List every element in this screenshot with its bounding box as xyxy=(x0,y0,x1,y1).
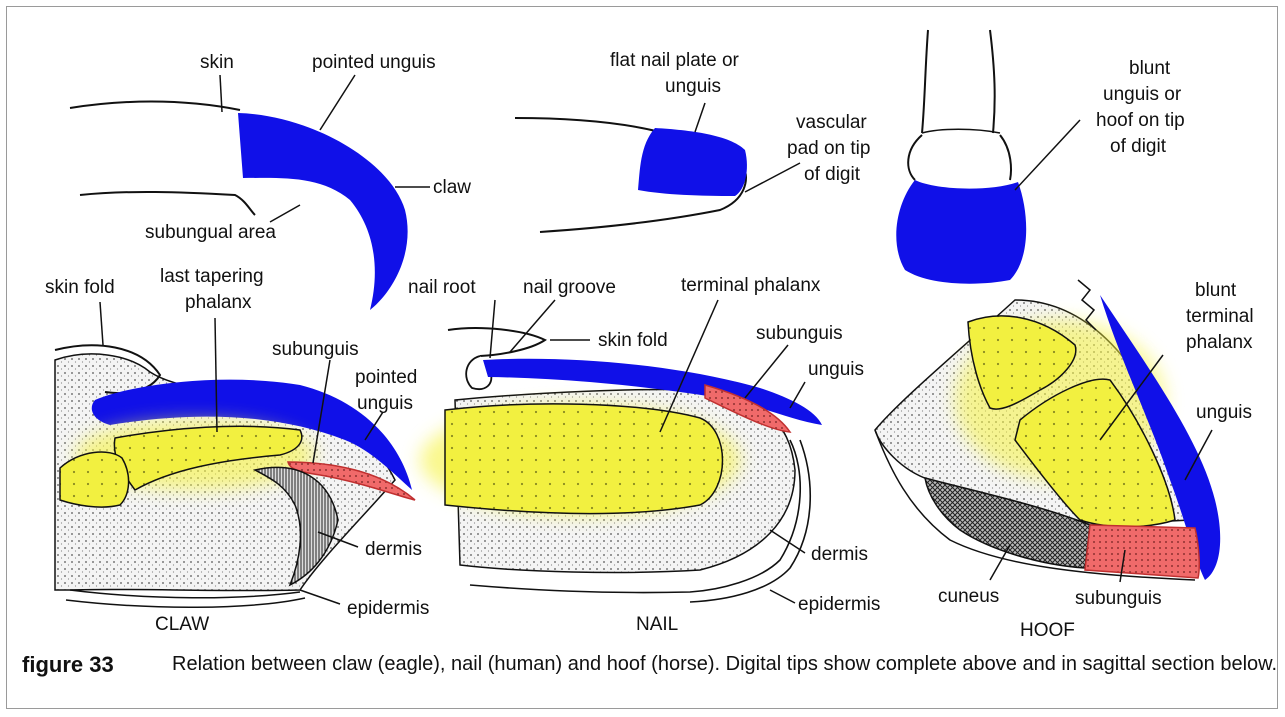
nail-external xyxy=(515,103,800,232)
label-blunt-terminal-3: phalanx xyxy=(1186,332,1253,353)
label-pointed-unguis-2: unguis xyxy=(357,393,413,414)
label-hoof-title: HOOF xyxy=(1020,620,1075,641)
label-nail-title: NAIL xyxy=(636,614,678,635)
leader-epidermis-nail xyxy=(770,590,795,603)
label-blunt-terminal-1: blunt xyxy=(1195,280,1237,301)
label-pointed-unguis-top: pointed unguis xyxy=(312,52,436,73)
label-subunguis-nail: subunguis xyxy=(756,323,843,344)
label-blunt-unguis-4: of digit xyxy=(1110,136,1167,157)
nail-skin-fold xyxy=(448,328,545,356)
label-nail-root: nail root xyxy=(408,277,476,298)
label-vascular-pad-1: vascular xyxy=(796,112,867,133)
label-epidermis-claw: epidermis xyxy=(347,598,429,619)
figure-caption-text: Relation between claw (eagle), nail (hum… xyxy=(172,651,1282,678)
label-epidermis-nail: epidermis xyxy=(798,594,880,615)
label-unguis-hoof: unguis xyxy=(1196,402,1252,423)
label-vascular-pad-3: of digit xyxy=(804,164,861,185)
label-vascular-pad-2: pad on tip xyxy=(787,138,870,159)
hoof-pastern xyxy=(908,135,1011,180)
leader-subungual xyxy=(270,205,300,222)
label-pointed-unguis-1: pointed xyxy=(355,367,417,388)
claw-digit-outline xyxy=(70,102,240,111)
hoof-coronet xyxy=(922,129,1000,133)
label-claw-title: CLAW xyxy=(155,614,209,635)
leader-nail-groove xyxy=(510,300,555,352)
label-terminal-phalanx: terminal phalanx xyxy=(681,275,821,296)
nail-digit-top-outline xyxy=(515,118,660,132)
figure-number: figure 33 xyxy=(22,651,114,678)
leader-dermis-nail xyxy=(770,530,805,553)
nail-terminal-phalanx xyxy=(445,404,723,514)
label-flat-nail-plate-2: unguis xyxy=(665,76,721,97)
label-unguis-nail: unguis xyxy=(808,359,864,380)
label-skin-fold-nail: skin fold xyxy=(598,330,668,351)
leader-blunt-unguis xyxy=(1015,120,1080,190)
claw-digit-underside xyxy=(80,192,255,215)
label-claw: claw xyxy=(433,177,471,198)
label-dermis-nail: dermis xyxy=(811,544,868,565)
label-blunt-terminal-2: terminal xyxy=(1186,306,1254,327)
claw-proximal-bone xyxy=(60,452,129,507)
leader-nail-plate xyxy=(695,103,705,132)
label-last-tapering-2: phalanx xyxy=(185,292,252,313)
leader-subunguis-nail xyxy=(745,345,788,398)
hoof-leg-left xyxy=(922,30,928,133)
leader-pointed-unguis-top xyxy=(320,75,355,130)
claw-epidermis-outline xyxy=(66,590,305,607)
leader-skin-fold-claw xyxy=(100,302,103,345)
label-blunt-unguis-3: hoof on tip xyxy=(1096,110,1185,131)
label-skin-fold-claw: skin fold xyxy=(45,277,115,298)
label-subunguis-claw: subunguis xyxy=(272,339,359,360)
label-cuneus: cuneus xyxy=(938,586,999,607)
hoof-subunguis xyxy=(1085,525,1199,578)
label-blunt-unguis-1: blunt xyxy=(1129,58,1171,79)
leader-vascular-pad xyxy=(745,163,800,192)
nail-plate-shape xyxy=(638,128,747,196)
hoof-external xyxy=(896,30,1080,284)
label-last-tapering-1: last tapering xyxy=(160,266,264,287)
label-blunt-unguis-2: unguis or xyxy=(1103,84,1182,105)
hoof-section xyxy=(875,280,1220,582)
label-dermis-claw: dermis xyxy=(365,539,422,560)
leader-epidermis-claw xyxy=(300,590,340,604)
label-flat-nail-plate-1: flat nail plate or xyxy=(610,50,740,71)
hoof-leg-right xyxy=(990,30,995,133)
label-nail-groove: nail groove xyxy=(523,277,616,298)
hoof-shape xyxy=(896,180,1026,284)
claw-section xyxy=(55,302,415,607)
label-skin: skin xyxy=(200,52,234,73)
label-subungual-area: subungual area xyxy=(145,222,276,243)
label-subunguis-hoof: subunguis xyxy=(1075,588,1162,609)
